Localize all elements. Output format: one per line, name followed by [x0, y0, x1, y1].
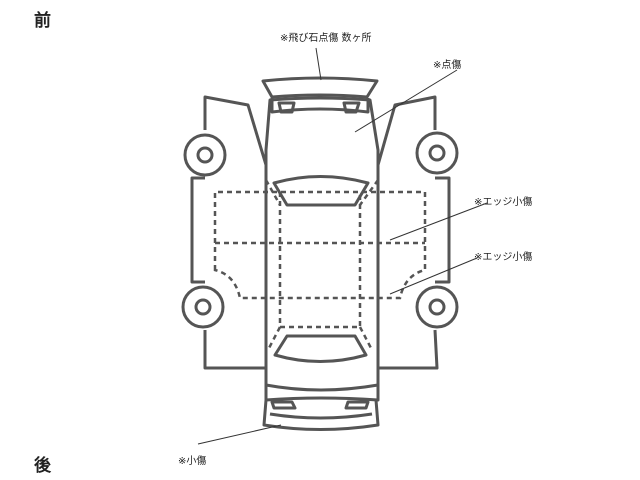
rear-window — [273, 334, 368, 363]
front-windshield — [272, 175, 370, 207]
left-taillight — [270, 400, 297, 410]
grille-line — [270, 98, 370, 114]
rear-bumper — [262, 383, 380, 431]
leader-right-door-upper — [389, 202, 488, 241]
wheel-left-rear — [181, 285, 225, 329]
leader-rear-bumper — [197, 424, 282, 445]
annotation-hood: ※点傷 — [433, 60, 462, 71]
wheel-left-front — [183, 133, 227, 177]
right-headlight — [342, 101, 361, 114]
car-body — [264, 96, 380, 402]
leader-right-door-lower — [389, 257, 478, 295]
leader-hood — [354, 69, 458, 133]
front-label: 前 — [34, 11, 51, 31]
right-taillight — [344, 400, 370, 410]
wheel-right-front — [415, 131, 459, 175]
door-outline — [213, 190, 427, 300]
front-bumper — [261, 76, 379, 99]
annotation-rear-bumper: ※小傷 — [178, 456, 207, 467]
annotation-hood-tip: ※飛び石点傷 数ヶ所 — [280, 33, 372, 44]
wheel-right-rear — [415, 285, 459, 329]
leader-hood-tip — [315, 47, 322, 81]
roof-outline — [278, 192, 362, 329]
right-side-panel — [376, 95, 451, 370]
annotation-right-door-upper: ※エッジ小傷 — [474, 197, 533, 208]
left-headlight — [277, 101, 296, 114]
annotation-right-door-lower: ※エッジ小傷 — [474, 252, 533, 263]
rear-label: 後 — [34, 456, 51, 476]
left-side-panel — [190, 95, 268, 370]
